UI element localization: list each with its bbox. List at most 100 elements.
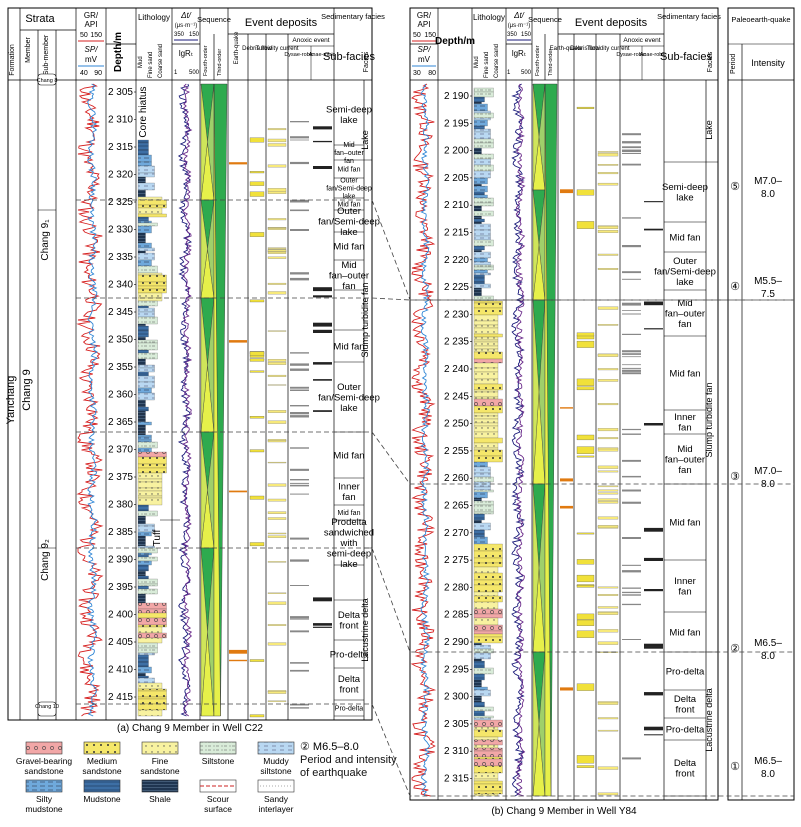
turbidity-deposit xyxy=(597,379,619,382)
lithology-bed xyxy=(137,451,167,458)
dysaerobic-label: Dysae-robic xyxy=(284,52,314,58)
subfacies-label: Inner xyxy=(674,576,696,587)
debris-flow-deposit xyxy=(576,221,595,229)
dysaerobic-deposit xyxy=(290,277,309,281)
depth-tick-label: 2 240 xyxy=(444,364,469,375)
debris-flow-deposit xyxy=(576,559,595,565)
lithology-bed xyxy=(473,550,503,559)
lithology-bed xyxy=(473,396,499,400)
lithology-bed xyxy=(473,636,503,644)
lithology-bed xyxy=(137,447,152,453)
debris-flow-deposit xyxy=(249,191,265,197)
turbidity-deposit xyxy=(267,374,287,377)
lithology-bed xyxy=(473,210,494,217)
depth-header-b: Depth/m xyxy=(435,36,475,47)
dysaerobic-deposit xyxy=(622,133,641,136)
dysaerobic-deposit xyxy=(622,245,641,248)
lithology-bed xyxy=(473,164,494,172)
coarse-sand-label: Coarse sand xyxy=(158,44,164,78)
lithology-bed xyxy=(137,434,152,438)
rt-header: lgRₜ xyxy=(179,49,193,58)
lithology-bed xyxy=(137,585,149,590)
debris-flow-deposit xyxy=(249,449,265,453)
lithology-bed xyxy=(137,325,149,332)
subfacies-label: fan xyxy=(344,158,354,165)
subfacies-label: fan/Semi-deep xyxy=(318,392,380,403)
lithology-bed xyxy=(137,490,163,497)
lithology-bed xyxy=(137,259,152,267)
dysaerobic-deposit xyxy=(290,121,309,123)
lithology-bed xyxy=(137,642,158,649)
lithology-bed xyxy=(137,176,146,184)
lithology-bed xyxy=(137,272,163,276)
lithology-bed xyxy=(473,245,485,251)
depth-tick-label: 2 415 xyxy=(108,692,133,703)
lithology-bed xyxy=(473,667,494,675)
legend-swatch xyxy=(25,741,63,755)
debris-flow-deposit xyxy=(576,619,595,626)
sequence-header-b: Sequence xyxy=(528,15,562,24)
paleo-period: ② xyxy=(730,643,740,655)
subfacies-label: Outer xyxy=(673,256,697,267)
earthquake-label: Earth-quake xyxy=(234,31,240,64)
paleo-intensity: 8.0 xyxy=(761,479,775,490)
subfacies-label: Delta xyxy=(674,694,697,705)
lithology-bed xyxy=(137,161,152,167)
legend-label: mudstone xyxy=(25,804,63,814)
dysaerobic-deposit xyxy=(622,217,641,219)
debris-flow-deposit xyxy=(249,351,265,357)
lithology-bed xyxy=(473,218,485,223)
turbidity-deposit xyxy=(597,403,619,406)
anaerobic-deposit xyxy=(644,527,663,532)
subfacies-label: with xyxy=(340,538,358,549)
depth-tick-label: 2 310 xyxy=(108,115,133,126)
lithology-bed xyxy=(137,342,158,351)
paleo-intensity: 8.0 xyxy=(761,189,775,200)
dysaerobic-deposit xyxy=(622,757,641,760)
dysaerobic-deposit xyxy=(622,639,641,640)
legend-swatch xyxy=(25,779,63,793)
dysaerobic-deposit xyxy=(290,482,309,484)
lithology-bed xyxy=(473,486,491,491)
lithology-bed xyxy=(137,213,167,218)
depth-tick-label: 2 215 xyxy=(444,228,469,239)
lithology-bed xyxy=(137,364,155,369)
lithology-bed xyxy=(137,654,149,663)
turbidity-deposit xyxy=(267,247,287,249)
anaerobic-deposit xyxy=(644,692,663,696)
lithology-bed xyxy=(137,517,146,525)
debris-flow-deposit xyxy=(576,613,595,620)
subfacies-label: front xyxy=(339,685,358,696)
earthquake-deposit xyxy=(560,505,573,509)
turbidity-deposit xyxy=(267,291,287,295)
dysaerobic-deposit xyxy=(622,564,641,566)
lithology-bed xyxy=(473,793,499,797)
debris-flow-label-b: Debris flow xyxy=(570,46,600,52)
debris-flow-deposit xyxy=(576,340,595,348)
depth-tick-label: 2 270 xyxy=(444,528,469,539)
lithology-bed xyxy=(473,566,499,574)
dysaerobic-deposit xyxy=(622,310,641,311)
lithology-bed xyxy=(137,323,146,327)
subfacies-label: Prodelta xyxy=(331,517,367,528)
lithology-bed xyxy=(473,300,503,304)
anaerobic-deposit xyxy=(644,646,663,649)
lithology-header-b: Lithology xyxy=(473,13,505,22)
paleo-period: ① xyxy=(730,761,740,773)
turbidity-deposit xyxy=(267,361,287,365)
well-y84-sequence xyxy=(532,83,558,797)
lithology-bed xyxy=(137,510,158,517)
lithology-bed xyxy=(137,608,167,614)
subfacies-label: Delta xyxy=(338,610,361,621)
legend-label: Siltstone xyxy=(202,756,235,766)
lithology-bed xyxy=(137,232,146,237)
correlation-line xyxy=(76,297,794,301)
well-c22-sequence xyxy=(200,83,228,717)
legend-note-text: Period and intensity of earthquake xyxy=(300,754,397,779)
legend-label: Fine xyxy=(152,756,169,766)
anaerobic-deposit xyxy=(644,228,663,231)
turbidity-deposit xyxy=(597,230,619,233)
lithology-bed xyxy=(473,405,503,414)
lithology-bed xyxy=(473,412,499,417)
dysaerobic-deposit xyxy=(290,669,309,672)
